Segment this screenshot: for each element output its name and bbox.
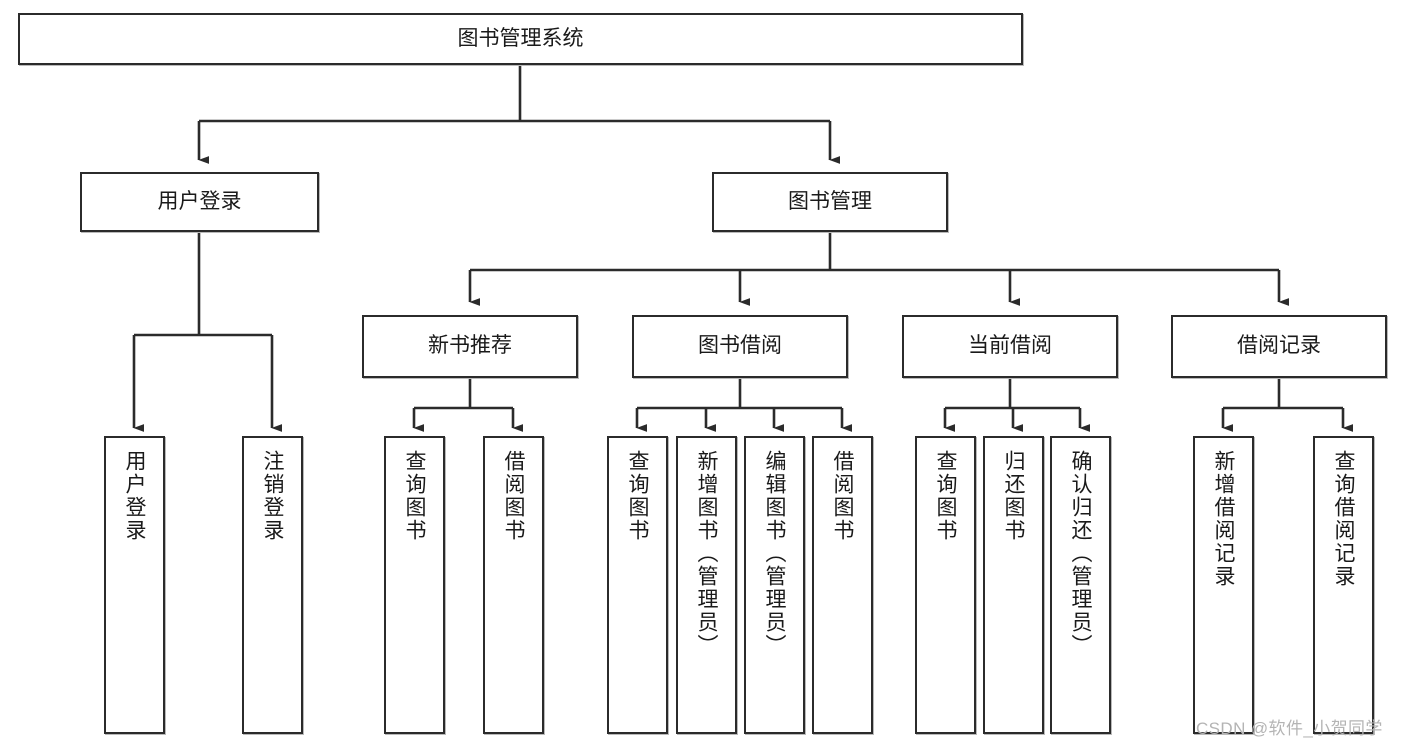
node-leaf-add-book[interactable]: 新增图书（管理员）: [676, 436, 737, 734]
node-current-borrow[interactable]: 当前借阅: [902, 315, 1118, 378]
node-leaf-query-book-1[interactable]: 查询图书: [384, 436, 445, 734]
node-leaf-add-record-label: 新增借阅记录: [1212, 450, 1236, 588]
node-leaf-query-book-3[interactable]: 查询图书: [915, 436, 976, 734]
node-leaf-return-book[interactable]: 归还图书: [983, 436, 1044, 734]
node-leaf-borrow-book-1-label: 借阅图书: [502, 450, 526, 542]
node-root-label: 图书管理系统: [457, 26, 584, 50]
node-leaf-add-record[interactable]: 新增借阅记录: [1193, 436, 1254, 734]
node-leaf-user-login[interactable]: 用户登录: [104, 436, 165, 734]
node-leaf-query-record-label: 查询借阅记录: [1332, 450, 1356, 588]
node-leaf-confirm-return-label: 确认归还（管理员）: [1069, 450, 1093, 657]
node-leaf-add-book-label: 新增图书（管理员）: [695, 450, 719, 657]
node-leaf-query-book-2-label: 查询图书: [626, 450, 650, 542]
node-leaf-edit-book-label: 编辑图书（管理员）: [763, 450, 787, 657]
node-book-management-label: 图书管理: [788, 189, 872, 213]
node-leaf-borrow-book-2-label: 借阅图书: [831, 450, 855, 542]
node-leaf-query-book-1-label: 查询图书: [403, 450, 427, 542]
node-borrow-record-label: 借阅记录: [1237, 334, 1321, 358]
node-leaf-query-book-3-label: 查询图书: [934, 450, 958, 542]
node-leaf-logout[interactable]: 注销登录: [242, 436, 303, 734]
node-new-book-recommend-label: 新书推荐: [428, 334, 512, 358]
node-user-login-label: 用户登录: [157, 189, 242, 213]
node-leaf-logout-label: 注销登录: [261, 450, 285, 542]
node-leaf-query-book-2[interactable]: 查询图书: [607, 436, 668, 734]
node-book-borrow-label: 图书借阅: [698, 334, 782, 358]
watermark-text: CSDN @软件_小贺同学: [1196, 719, 1383, 738]
node-new-book-recommend[interactable]: 新书推荐: [362, 315, 578, 378]
node-current-borrow-label: 当前借阅: [968, 334, 1052, 358]
node-book-management[interactable]: 图书管理: [712, 172, 948, 232]
node-leaf-user-login-label: 用户登录: [123, 450, 147, 542]
node-book-borrow[interactable]: 图书借阅: [632, 315, 848, 378]
node-leaf-edit-book[interactable]: 编辑图书（管理员）: [744, 436, 805, 734]
node-leaf-borrow-book-1[interactable]: 借阅图书: [483, 436, 544, 734]
node-leaf-confirm-return[interactable]: 确认归还（管理员）: [1050, 436, 1111, 734]
node-borrow-record[interactable]: 借阅记录: [1171, 315, 1387, 378]
node-leaf-query-record[interactable]: 查询借阅记录: [1313, 436, 1374, 734]
node-leaf-return-book-label: 归还图书: [1002, 450, 1026, 542]
node-leaf-borrow-book-2[interactable]: 借阅图书: [812, 436, 873, 734]
node-root[interactable]: 图书管理系统: [18, 13, 1023, 65]
node-user-login[interactable]: 用户登录: [80, 172, 319, 232]
